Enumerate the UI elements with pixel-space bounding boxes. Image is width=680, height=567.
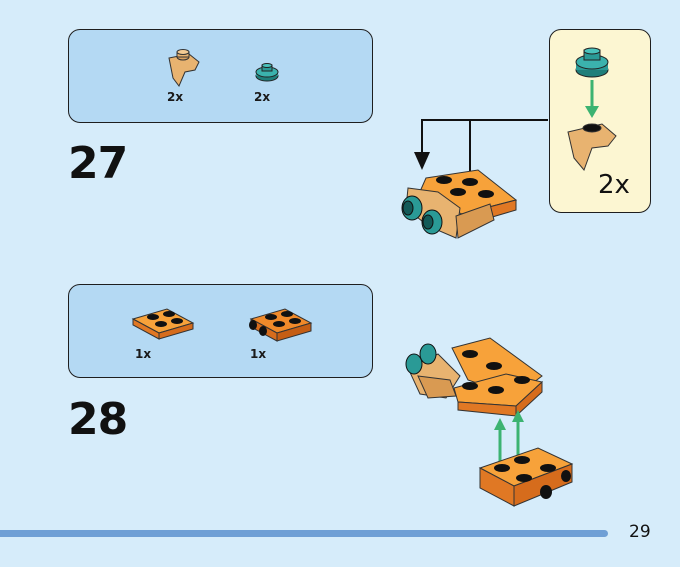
page-number: 29 [629,522,651,542]
step-number: 28 [68,394,127,445]
part-qty: 1x [135,347,151,361]
page-footer-bar [0,530,608,537]
orange-plate-2x2-icon [131,305,195,341]
step-number: 27 [68,138,127,189]
step-27-parts-box: 2x 2x [68,29,373,123]
tan-slope-curve-piece-icon [568,124,616,170]
orange-plate-with-wheels-icon [247,303,313,343]
teal-round-plate-icon [254,64,280,86]
part-qty: 1x [250,347,266,361]
step-28-parts-box: 1x 1x [68,284,373,378]
step-27-model [398,168,523,246]
part-qty: 2x [167,90,183,104]
part-qty: 2x [254,90,270,104]
tan-slope-curve-piece-icon [165,48,205,88]
subassembly-diagram [562,44,632,174]
teal-round-plate-icon [576,48,608,77]
subassembly-qty: 2x [598,170,630,200]
step-28-model [398,336,578,514]
